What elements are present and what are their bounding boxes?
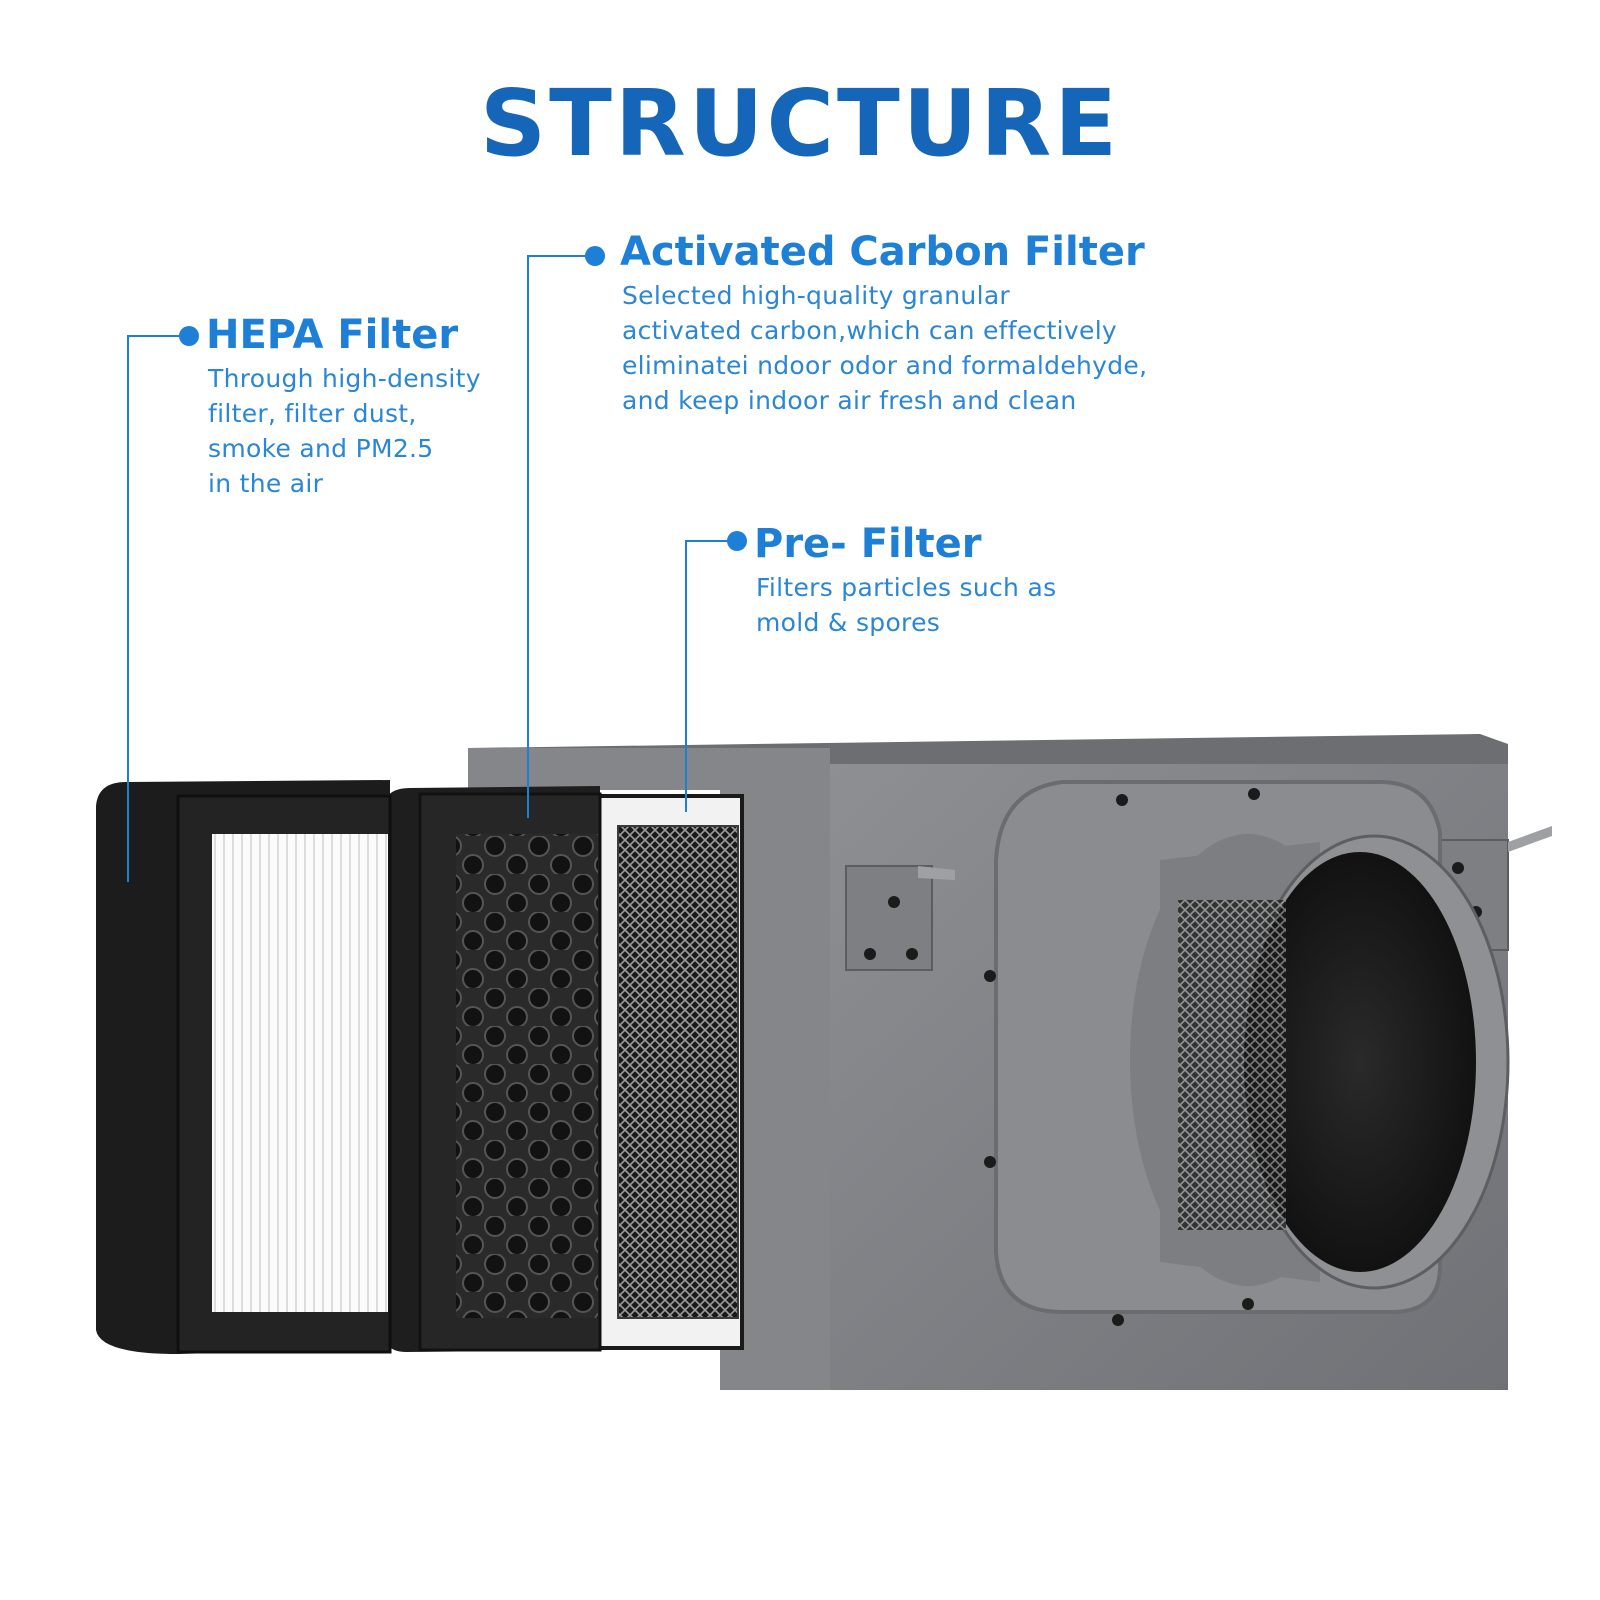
callout-heading: Pre- Filter <box>754 521 982 567</box>
description-line: filter, filter dust, <box>208 399 417 428</box>
callout-description: Through high-density filter, filter dust… <box>208 361 481 501</box>
pre-filter-panel <box>580 794 744 1350</box>
screw-icon <box>1112 1314 1124 1326</box>
callout-pre-filter: Pre- Filter Filters particles such as mo… <box>754 524 1056 640</box>
description-line: Selected high-quality granular <box>622 281 1011 310</box>
callout-dot-icon <box>179 326 199 346</box>
leader-line-hepa <box>127 335 186 882</box>
page-title: STRUCTURE <box>479 70 1121 177</box>
mounting-bracket-left <box>845 865 933 971</box>
callout-heading: HEPA Filter <box>206 312 459 358</box>
description-line: Through high-density <box>208 364 481 393</box>
screw-icon <box>864 948 876 960</box>
description-line: and keep indoor air fresh and clean <box>622 386 1077 415</box>
hepa-pleated-media <box>212 834 388 1312</box>
carbon-filter-panel <box>382 786 602 1352</box>
callout-heading: Activated Carbon Filter <box>620 229 1145 275</box>
hepa-filter-panel <box>96 780 392 1354</box>
screw-icon <box>984 1156 996 1168</box>
description-line: mold & spores <box>756 608 941 637</box>
screw-icon <box>1116 794 1128 806</box>
callout-dot-icon <box>585 246 605 266</box>
callout-dots <box>179 246 747 551</box>
callout-leader-lines <box>127 255 734 882</box>
callout-dot-icon <box>727 531 747 551</box>
screw-icon <box>1242 1298 1254 1310</box>
description-line: in the air <box>208 469 324 498</box>
leader-line-carbon <box>527 255 586 818</box>
screw-icon <box>888 896 900 908</box>
description-line: Filters particles such as <box>756 573 1057 602</box>
carbon-hex-mesh <box>456 834 598 1318</box>
callout-activated-carbon: Activated Carbon Filter Selected high-qu… <box>620 232 1147 418</box>
description-line: eliminatei ndoor odor and formaldehyde, <box>622 351 1148 380</box>
duct-opening <box>1244 852 1476 1272</box>
description-line: activated carbon,which can effectively <box>622 316 1118 345</box>
leader-line-pre <box>685 540 734 812</box>
screw-icon <box>906 948 918 960</box>
pre-filter-mesh <box>617 825 739 1319</box>
callout-description: Filters particles such as mold & spores <box>756 570 1056 640</box>
inner-mesh-visible <box>1178 900 1286 1230</box>
screw-icon <box>1452 862 1464 874</box>
description-line: smoke and PM2.5 <box>208 434 434 463</box>
screw-icon <box>984 970 996 982</box>
callout-description: Selected high-quality granular activated… <box>622 278 1147 418</box>
screw-icon <box>1248 788 1260 800</box>
callout-hepa: HEPA Filter Through high-density filter,… <box>206 315 481 501</box>
